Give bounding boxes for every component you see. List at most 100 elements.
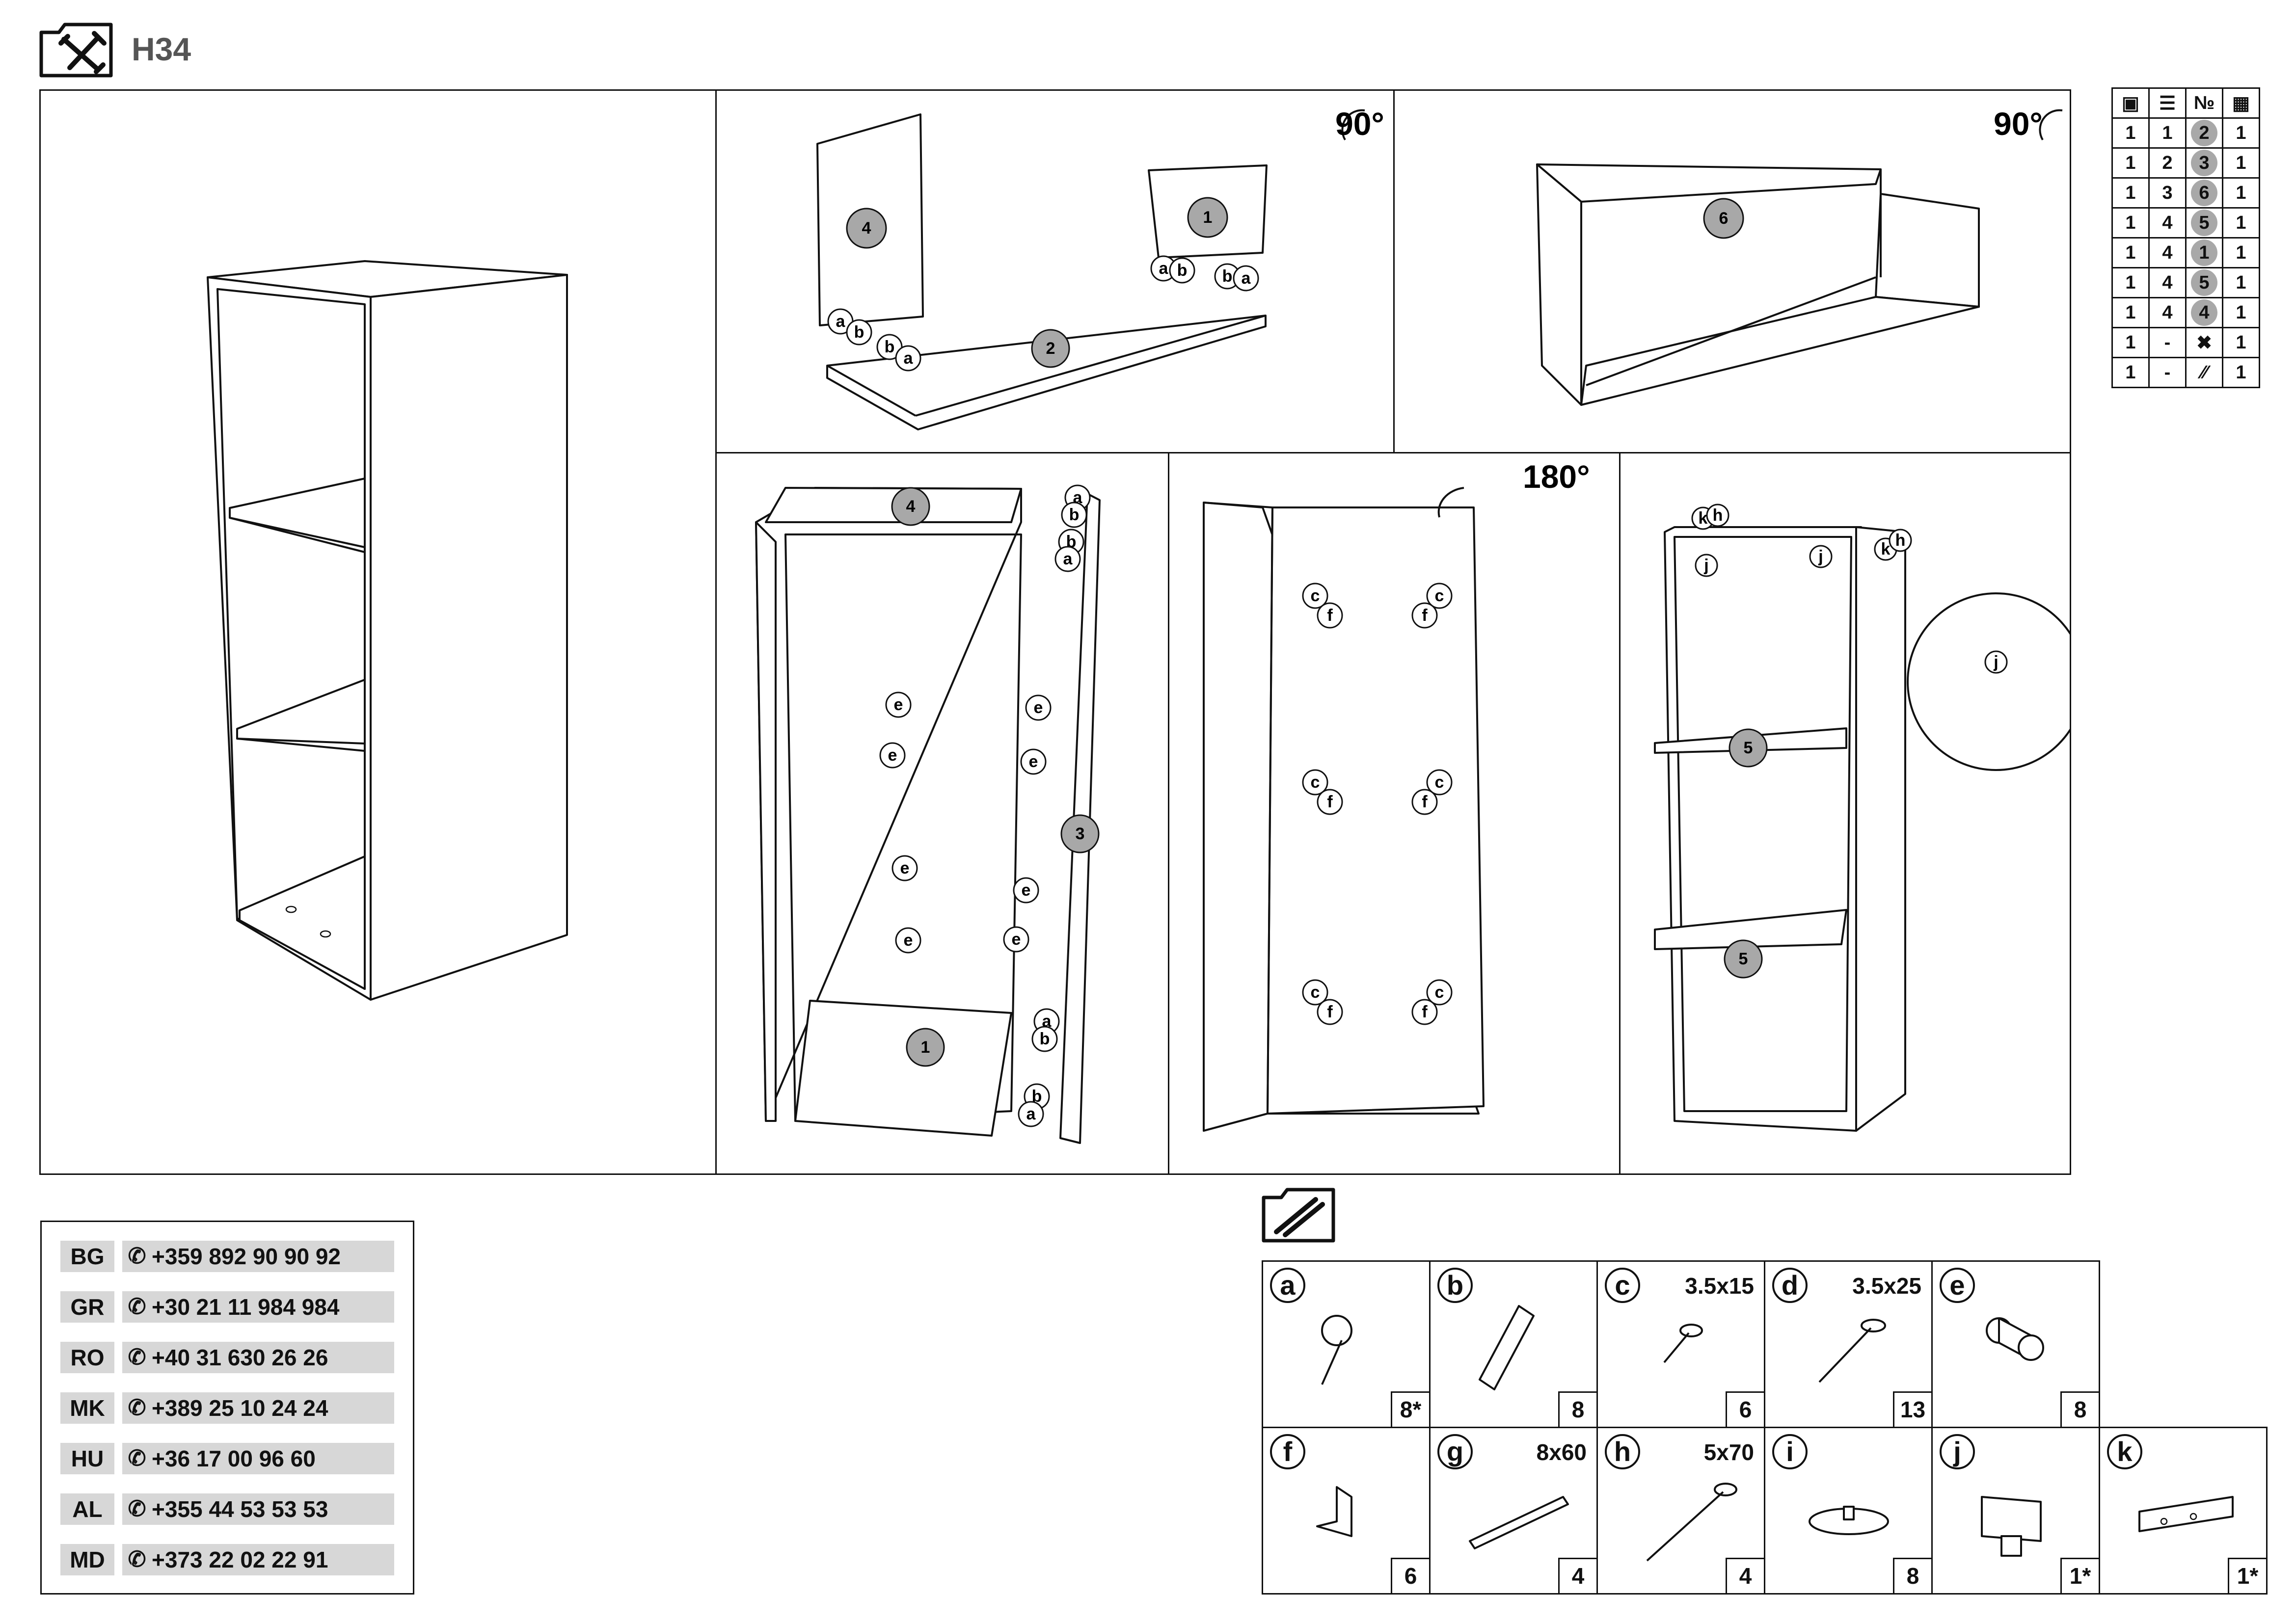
svg-text:j: j [1818,547,1823,566]
phone-icon: ✆ [128,1497,146,1521]
svg-text:f: f [1422,606,1428,625]
wall-rail-icon [2138,1496,2234,1532]
fitting-letters: a b b a a b b a [827,255,1259,372]
contact-row: HU✆+36 17 00 96 60 [60,1443,394,1474]
foot-pad-icon [1809,1506,1889,1535]
part-5-label: 5 [1744,739,1753,757]
svg-text:h: h [1713,506,1723,525]
fitting-letters: k h k h j j j [1691,504,2008,674]
parts-table-header-no: № [2185,87,2223,119]
contact-row: MD✆+373 22 02 22 91 [60,1544,394,1575]
svg-text:k: k [1881,540,1891,559]
tools-icon [39,23,113,78]
svg-text:a: a [1063,550,1073,568]
svg-text:h: h [1895,531,1906,550]
svg-text:c: c [1311,586,1320,605]
svg-text:a: a [904,349,914,368]
svg-text:j: j [1703,556,1708,575]
phone-icon: ✆ [128,1295,146,1319]
table-row: 1-✖1 [2111,327,2260,358]
tools-icon: ✖ [2185,327,2223,358]
svg-text:a: a [836,312,846,331]
svg-text:e: e [900,859,910,878]
fitting-letters: c f f c c f f c c f f c [1302,583,1453,1025]
screw-icon [1818,1319,1886,1383]
short-screw-icon [1663,1324,1703,1363]
svg-text:e: e [894,695,903,714]
svg-text:f: f [1327,793,1333,811]
part-1-label: 1 [921,1038,930,1057]
svg-text:c: c [1435,983,1444,1002]
phone-icon: ✆ [128,1396,146,1420]
contacts-box: BG✆+359 892 90 90 92 GR✆+30 21 11 984 98… [40,1221,414,1595]
shelf-pin-icon [1986,1317,2044,1361]
hardware-icon [1262,1188,1335,1243]
model-code: H34 [132,31,191,67]
svg-text:a: a [1159,259,1169,278]
fitting-letters: a b b a e e e e e e e e a b b a [879,484,1091,1127]
svg-text:e: e [1022,881,1031,900]
contact-row: BG✆+359 892 90 90 92 [60,1241,394,1272]
svg-text:c: c [1311,983,1320,1002]
svg-text:b: b [854,323,864,342]
svg-text:e: e [904,931,913,950]
svg-text:b: b [1222,267,1233,286]
contact-row: AL✆+355 44 53 53 53 [60,1493,394,1525]
phone-icon: ✆ [128,1446,146,1470]
assembled-cabinet-drawing [207,260,568,1001]
svg-text:f: f [1422,793,1428,811]
step-brackets-drawing: 180° c f f c c f f c c f f c [1203,458,1590,1132]
rotate-90-label: 90° [1994,106,2043,142]
phone-icon: ✆ [128,1345,146,1369]
svg-text:f: f [1327,606,1333,625]
svg-text:c: c [1435,773,1444,792]
svg-text:e: e [1034,698,1043,717]
part-3-label: 3 [1076,825,1085,843]
step-brackets-panel: 180° c f f c c f f c c f f c [1168,452,1621,1175]
part-2-label: 2 [1046,339,1055,358]
part-4-label: 4 [862,219,871,238]
svg-text:e: e [1029,752,1038,771]
step-shelves-panel: 5 5 k h k h j j j [1619,452,2071,1175]
svg-text:e: e [888,746,897,765]
svg-text:b: b [1040,1030,1050,1048]
table-row: 1-∕∕1 [2111,357,2260,388]
contact-row: RO✆+40 31 630 26 26 [60,1342,394,1373]
step-side-assembly-drawing: 4 1 3 a b b a e e e e e e e e a b b a [755,484,1101,1144]
long-screw-icon [1646,1483,1737,1562]
svg-text:c: c [1435,586,1444,605]
rotate-180-label: 180° [1523,458,1590,495]
stack-icon: ☰ [2148,87,2187,119]
step-bottom-assembly-panel: 4 1 2 a b b a a b b a 90° [715,89,1395,453]
svg-text:b: b [1177,261,1188,280]
phone-icon: ✆ [128,1244,146,1268]
svg-text:e: e [1012,930,1021,949]
phone-icon: ✆ [128,1547,146,1571]
svg-text:a: a [1026,1105,1036,1123]
svg-text:c: c [1311,773,1320,792]
svg-text:j: j [1993,653,1998,671]
part-4-label: 4 [906,497,916,516]
svg-text:a: a [1242,269,1251,288]
step-back-panel: 6 90° [1393,89,2071,453]
svg-text:b: b [885,338,895,356]
dowel-icon [1479,1305,1535,1390]
detail-magnifier [1907,592,2070,771]
